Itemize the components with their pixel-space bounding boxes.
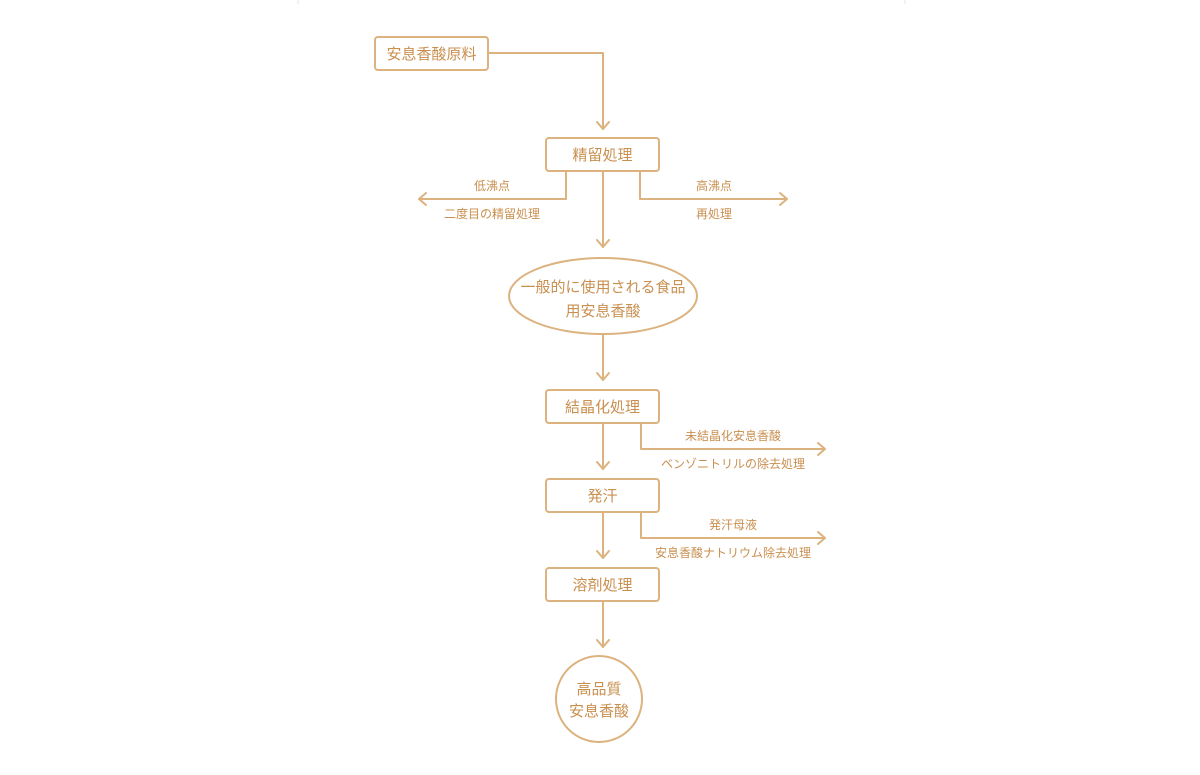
node-solvent-box (545, 567, 660, 602)
node-distillation-label: 精留処理 (572, 146, 632, 164)
node-general-food-label-line2: 用安息香酸 (565, 302, 640, 320)
branch-label-reprocessing: 再処理 (696, 207, 732, 221)
branch-label-low-boiling: 低沸点 (474, 179, 510, 193)
node-raw-material-label: 安息香酸原料 (386, 45, 476, 63)
connector-high-boiling-branch (639, 170, 788, 200)
branch-labels: 低沸点 二度目の精留処理 高沸点 再処理 未結晶化安息香酸 ベンゾニトリルの除去… (444, 178, 811, 560)
node-distillation-box (545, 137, 660, 172)
arrowhead-distillation (596, 121, 610, 130)
arrowhead-solvent (596, 550, 610, 559)
node-solvent: 溶剤処理 (545, 567, 660, 602)
arrowhead-low-boiling (418, 192, 427, 206)
node-sweating-box (545, 478, 660, 513)
node-crystallization-box (545, 389, 660, 424)
branch-label-sodium-benzoate-removal: 安息香酸ナトリウム除去処理 (655, 545, 811, 560)
branch-label-high-boiling: 高沸点 (696, 178, 732, 193)
arrowhead-uncrystallized (817, 442, 826, 456)
node-high-quality-label-line2: 安息香酸 (569, 702, 629, 720)
arrowhead-sweating (596, 461, 610, 470)
connector-uncrystallized-branch (640, 422, 826, 450)
node-solvent-label: 溶剤処理 (572, 576, 632, 594)
node-general-food-ellipse (508, 257, 698, 335)
node-crystallization: 結晶化処理 (545, 389, 660, 424)
connector-low-boiling-branch (418, 170, 567, 200)
arrowhead-high-quality (596, 639, 610, 648)
node-raw-material: 安息香酸原料 (374, 36, 489, 71)
connectors (418, 52, 826, 648)
node-high-quality-label-line1: 高品質 (576, 680, 621, 698)
branch-label-uncrystallized: 未結晶化安息香酸 (685, 428, 781, 443)
arrowhead-high-boiling (779, 192, 788, 206)
arrowhead-general-food (596, 239, 610, 248)
node-distillation: 精留処理 (545, 137, 660, 172)
node-high-quality-circle (555, 655, 643, 743)
branch-label-second-distillation: 二度目の精留処理 (444, 206, 540, 221)
branch-label-benzonitrile-removal: ベンゾニトリルの除去処理 (661, 456, 805, 471)
branch-label-sweat-mother-liquor: 発汗母液 (709, 517, 757, 532)
connector-sweat-mother-liquor-branch (640, 511, 826, 539)
node-sweating-label: 発汗 (587, 487, 617, 505)
arrowhead-crystallization (596, 372, 610, 381)
connector-raw-to-distillation (487, 52, 604, 130)
arrowhead-sweat-mother-liquor (817, 531, 826, 545)
node-general-food-label-line1: 一般的に使用される食品 (520, 278, 685, 296)
node-general-food: 一般的に使用される食品 用安息香酸 (508, 257, 698, 335)
node-sweating: 発汗 (545, 478, 660, 513)
node-crystallization-label: 結晶化処理 (565, 398, 640, 416)
node-raw-material-box (374, 36, 489, 71)
node-high-quality: 高品質 安息香酸 (555, 655, 643, 743)
